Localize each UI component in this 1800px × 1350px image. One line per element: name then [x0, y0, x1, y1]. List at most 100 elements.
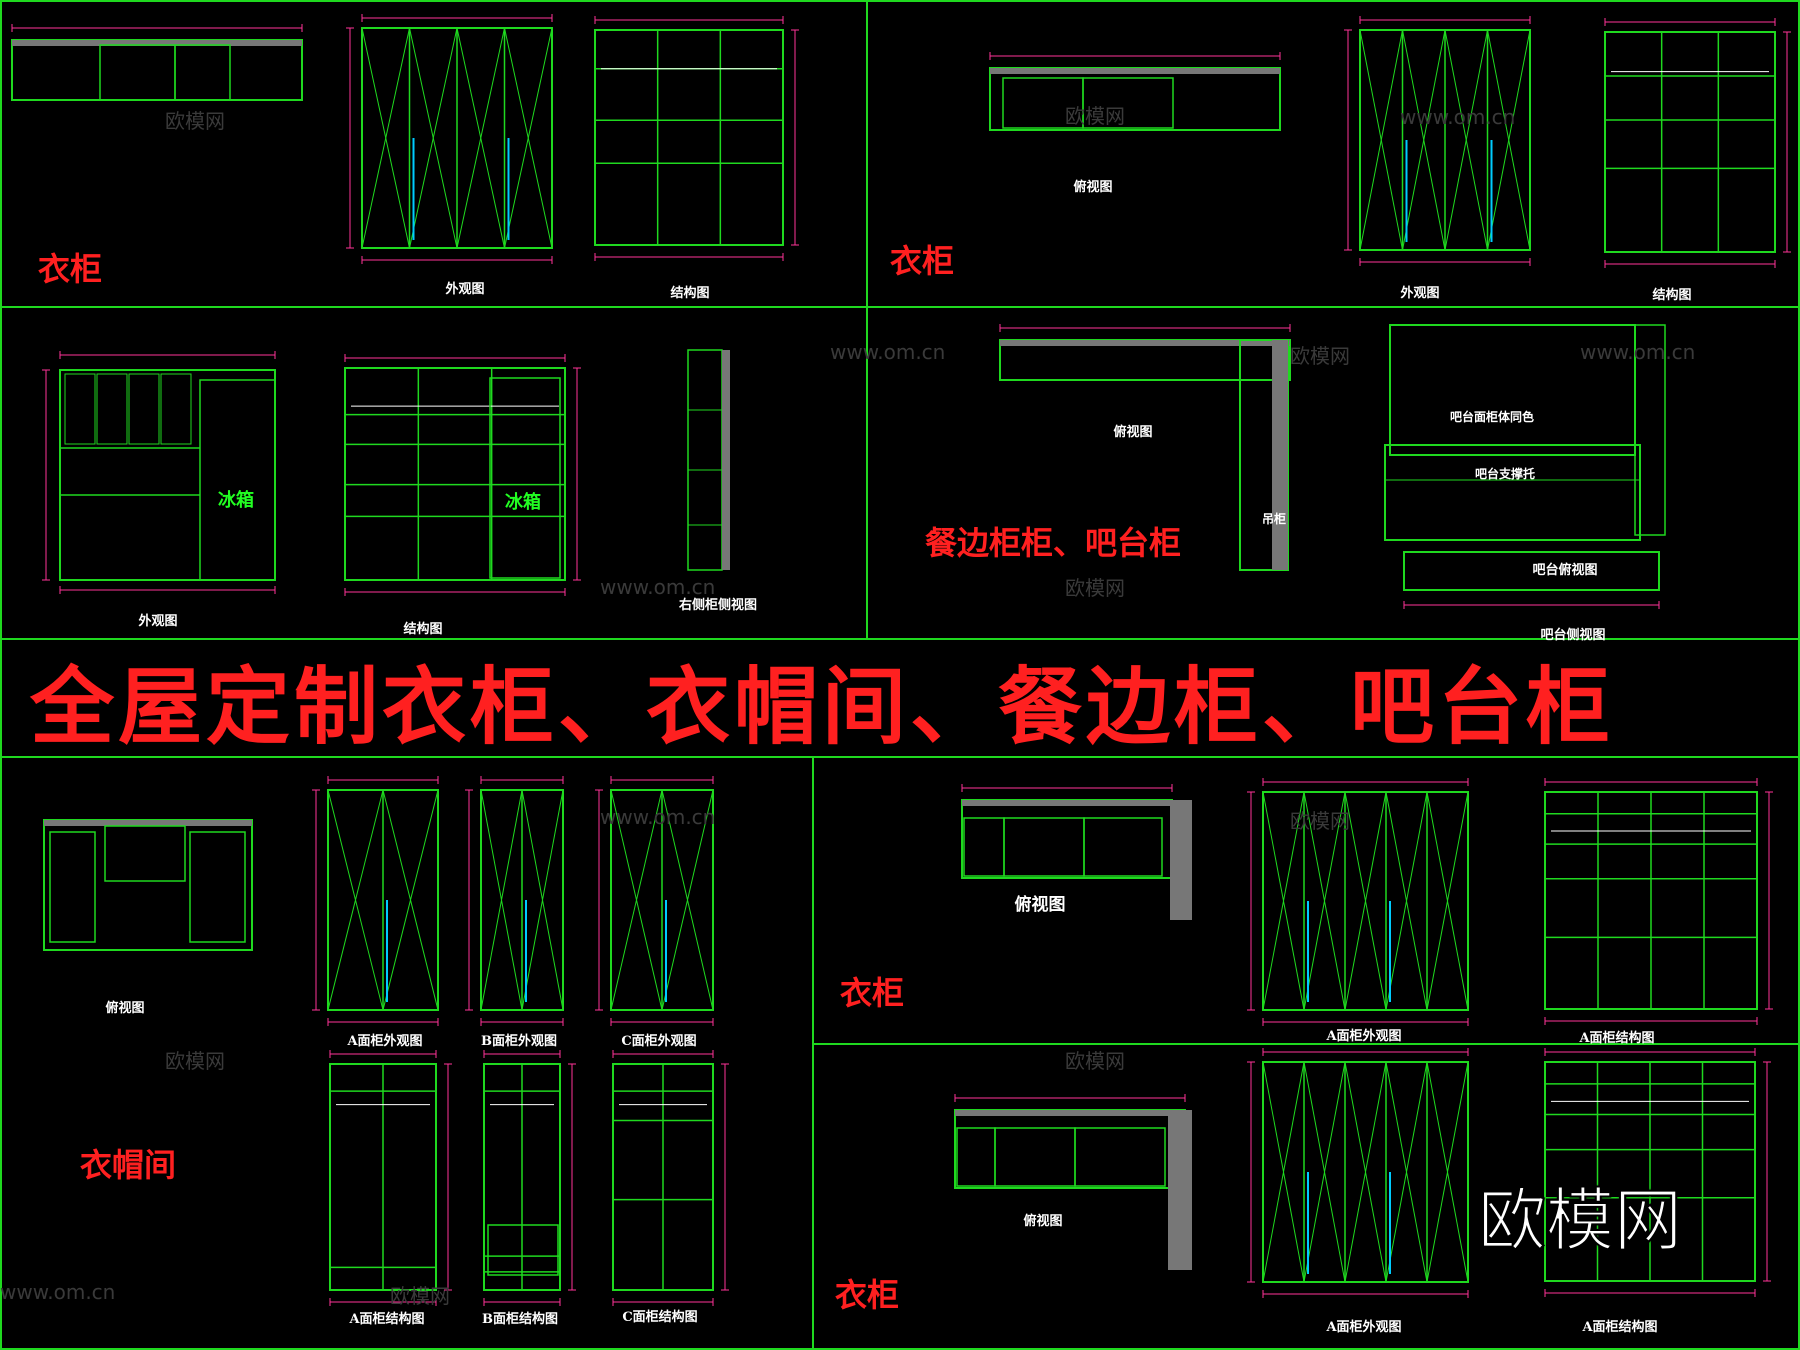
divider-row-3 [0, 756, 1800, 758]
door-swing-line [542, 789, 564, 901]
caption-bar-side-view: 吧台侧视图 [1540, 628, 1606, 643]
wall-hatch [1168, 1110, 1192, 1270]
wall-hatch [1170, 800, 1192, 920]
watermark-url: www.om.cn [600, 805, 716, 829]
door-swing-line [1447, 1171, 1469, 1283]
door-swing-line [385, 137, 410, 249]
watermark-text: 欧模网 [1290, 809, 1350, 833]
cabinet-bay [963, 817, 1005, 877]
door-swing-line [432, 137, 458, 249]
watermark-url: www.om.cn [1400, 105, 1516, 129]
caption-b-structure: B面柜结构图 [482, 1312, 558, 1327]
door-swing-line [1444, 29, 1467, 141]
caption-a-structure: A面柜结构图 [349, 1312, 425, 1327]
door-swing-line [1385, 791, 1407, 902]
door-swing-line [480, 137, 505, 249]
door-swing-line [1406, 900, 1428, 1011]
door-swing-line [1365, 1061, 1387, 1173]
door-swing-line [327, 899, 356, 1011]
wardrobe-exterior [1262, 1061, 1469, 1283]
fridge-label: 冰箱 [218, 490, 254, 511]
door-swing-line [501, 899, 523, 1011]
caption-exterior: 外观图 [445, 282, 485, 297]
door-swing-line [1508, 139, 1531, 251]
door-swing-line [1283, 791, 1305, 902]
cabinet-structure [594, 29, 784, 246]
door-swing-line [521, 789, 543, 901]
caption-top-view: 俯视图 [1073, 180, 1113, 195]
section-label-cloakroom: 衣帽间 [80, 1146, 177, 1184]
bar-panel-label: 吧台面柜体同色 [1450, 410, 1535, 424]
door-swing-line [480, 899, 502, 1011]
wall-hatch [962, 800, 1172, 806]
door-swing-line [610, 789, 637, 901]
watermark-url: www.om.cn [600, 575, 716, 599]
door-swing-line [1262, 791, 1284, 902]
door-swing-line [1365, 791, 1387, 902]
caption-bar-top-view: 吧台俯视图 [1532, 563, 1598, 578]
door-swing-line [1423, 29, 1446, 141]
door-swing-line [327, 789, 356, 901]
door-swing-line [636, 789, 663, 901]
fridge-label: 冰箱 [505, 492, 541, 513]
caption-structure: 结构图 [403, 622, 443, 637]
door-swing-line [1344, 791, 1366, 902]
door-swing-line [1426, 900, 1448, 1011]
door-swing-line [1303, 1061, 1325, 1173]
door-swing-line [1406, 1171, 1428, 1283]
door-swing-line [542, 899, 564, 1011]
watermark-text: 欧模网 [1065, 576, 1125, 600]
door-swing-line [1359, 139, 1382, 251]
glass-door [96, 373, 128, 445]
door-swing-line [410, 899, 439, 1011]
cabinet-bay [1074, 1127, 1166, 1187]
door-swing-line [501, 789, 523, 901]
door-swing-line [687, 899, 714, 1011]
caption-exterior: 外观图 [1400, 286, 1440, 301]
cabinet-bay [956, 1127, 996, 1187]
wall-hatch [12, 40, 302, 46]
frame-border-left [0, 0, 2, 1350]
divider-row-2 [0, 638, 1800, 640]
divider-col-top [866, 0, 868, 638]
door-swing-line [456, 137, 482, 249]
frame-border-right [1798, 0, 1800, 1350]
caption-a-structure: A面柜结构图 [1582, 1320, 1658, 1335]
door-swing-line [1365, 1171, 1387, 1283]
section-label-sideboard-bar: 餐边柜柜、吧台柜 [925, 524, 1182, 562]
door-swing-line [1380, 139, 1403, 251]
caption-a-structure: A面柜结构图 [1579, 1031, 1655, 1046]
watermark-url: www.om.cn [0, 1280, 116, 1304]
cabinet-bay [1003, 817, 1085, 877]
door-swing-line [409, 27, 434, 139]
door-swing-line [1344, 1061, 1366, 1173]
door-swing-line [504, 27, 529, 139]
wall-hatch [722, 350, 730, 570]
cabinet-bay [1083, 817, 1163, 877]
door-swing-line [1465, 139, 1488, 251]
section-label-wardrobe-2: 衣柜 [890, 242, 955, 280]
frame-border-top [0, 0, 1800, 2]
caption-c-exterior: C面柜外观图 [621, 1034, 697, 1049]
wardrobe-exterior [1262, 791, 1469, 1011]
door-swing-line [1380, 29, 1403, 141]
watermark-brand-large: 欧模网 [1477, 1181, 1683, 1262]
frame-border-bottom [0, 1348, 1800, 1350]
bar-support-label: 吧台支撑托 [1475, 467, 1536, 481]
door-swing-line [1324, 791, 1346, 902]
watermark-text: 欧模网 [1065, 104, 1125, 128]
top-view-outline [961, 799, 1173, 879]
door-swing-line [1406, 1061, 1428, 1173]
door-swing-line [527, 137, 553, 249]
door-swing-line [1324, 900, 1346, 1011]
wall-hatch [990, 68, 1280, 74]
door-swing-line [355, 789, 384, 901]
cabinet-bay [174, 44, 231, 101]
divider-bottom-right-row [812, 1043, 1800, 1045]
cabinet-bay [104, 825, 186, 882]
door-swing-line [1508, 29, 1531, 141]
door-swing-line [636, 899, 663, 1011]
door-swing-line [687, 789, 714, 901]
